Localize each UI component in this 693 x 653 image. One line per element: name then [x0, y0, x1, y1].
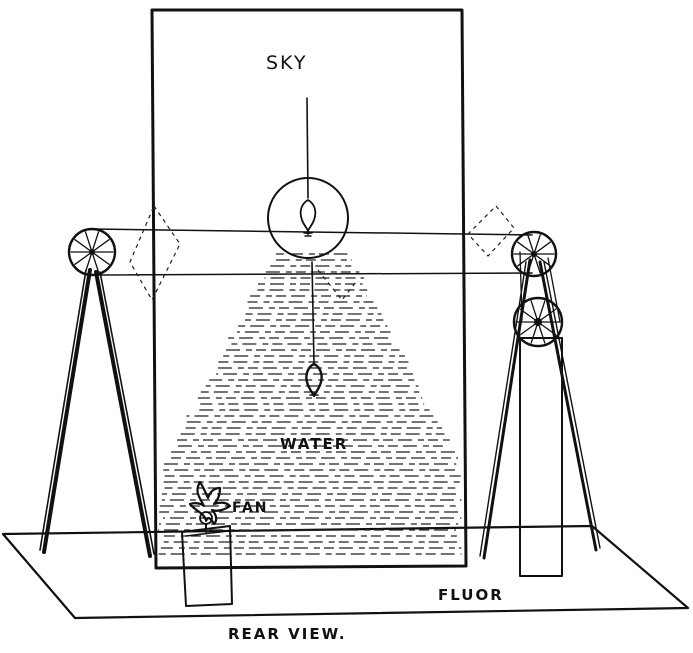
roller-spoke [84, 231, 93, 253]
roller-spoke [91, 251, 100, 273]
sky-disc [267, 177, 349, 259]
roller-spoke [74, 239, 93, 253]
right-upper-roller [510, 230, 558, 278]
roller-spoke [519, 308, 539, 323]
floor-label: FLUOR [438, 586, 504, 604]
fan-icon [188, 480, 232, 533]
caption: REAR VIEW. [228, 625, 347, 643]
floor-platform [1, 524, 690, 620]
right-lower-roller [512, 296, 564, 348]
right-stand [479, 258, 601, 577]
roller-spoke [527, 234, 535, 255]
roller-spoke [537, 300, 546, 323]
sky-label: SKY [266, 52, 307, 74]
left-tripod [39, 268, 155, 558]
roller-spoke [74, 251, 93, 265]
roller-spoke [517, 253, 535, 267]
light-bulb-icon [299, 199, 317, 237]
light-bulb-icon [305, 362, 323, 398]
left-roller [67, 227, 117, 277]
roller-spoke [537, 321, 546, 344]
roller-spoke [91, 251, 110, 265]
roller-spoke [537, 321, 557, 336]
roller-spoke [533, 241, 551, 255]
dashed-guide-right [467, 205, 515, 257]
fan-label: FAN [232, 500, 269, 516]
roller-spoke [533, 234, 541, 255]
roller-spoke [91, 231, 100, 253]
water-cord [311, 261, 315, 365]
roller-spoke [537, 308, 557, 323]
water-hatching [158, 253, 462, 555]
roller-spoke [517, 241, 535, 255]
roller-spoke [84, 251, 93, 273]
roller-spoke [533, 253, 541, 274]
roller-spoke [91, 239, 110, 253]
backdrop-board [150, 8, 468, 570]
roller-spoke [527, 253, 535, 274]
roller-spoke [530, 300, 539, 323]
sky-cord [306, 97, 309, 199]
roller-spoke [533, 253, 551, 267]
roller-spoke [530, 321, 539, 344]
fan-pedestal [181, 525, 233, 607]
water-label: WATER [280, 435, 348, 453]
roller-spoke [519, 321, 539, 336]
